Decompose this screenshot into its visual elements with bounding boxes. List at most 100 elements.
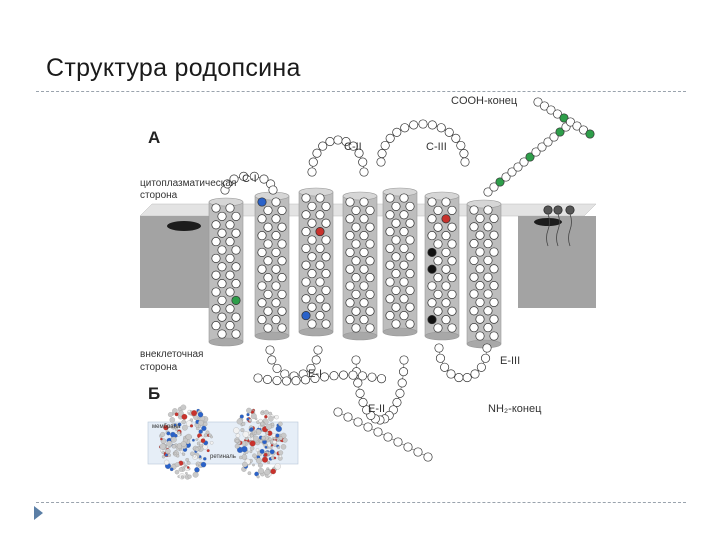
residue (359, 264, 369, 274)
atom (186, 466, 190, 469)
atom (282, 437, 288, 443)
residue (365, 289, 375, 299)
residue (427, 264, 437, 274)
atom (268, 437, 272, 441)
residue (427, 231, 437, 241)
residue (405, 235, 415, 245)
rhodopsin-topology (139, 97, 597, 480)
residue (441, 231, 451, 241)
atom (169, 467, 174, 472)
residue (385, 243, 395, 253)
residue (231, 211, 241, 221)
residue (365, 273, 375, 283)
atom (236, 418, 243, 425)
residue (376, 374, 387, 384)
residue (501, 172, 511, 182)
residue (271, 298, 281, 308)
residue (301, 227, 311, 237)
atom (239, 455, 243, 460)
residue (427, 197, 437, 207)
atom (185, 457, 190, 462)
residue (313, 345, 323, 355)
palmitoyl-residue (553, 205, 563, 215)
residue (348, 141, 358, 151)
residue (359, 197, 369, 207)
residue (483, 306, 493, 316)
atom (241, 446, 248, 453)
atom (209, 441, 214, 445)
atom (257, 468, 264, 475)
residue (281, 376, 292, 386)
residue (444, 127, 454, 137)
atom (178, 467, 184, 472)
residue (277, 222, 287, 232)
residue (231, 245, 241, 255)
atom (181, 413, 188, 420)
atom (171, 444, 177, 449)
residue (483, 239, 493, 249)
residue (211, 220, 221, 230)
residue (427, 120, 437, 130)
atom (189, 418, 194, 422)
residue (365, 239, 375, 249)
residue (469, 272, 479, 282)
atom (280, 444, 287, 450)
residue (307, 235, 317, 245)
residue (263, 323, 273, 333)
residue (318, 141, 328, 151)
atom (166, 440, 173, 447)
atom (275, 425, 282, 432)
palmitoyl-chain (568, 213, 572, 247)
bullet-arrow-icon (34, 506, 43, 520)
residue (585, 129, 595, 139)
residue (385, 260, 395, 270)
atom (277, 446, 281, 450)
atom (248, 418, 253, 422)
residue (315, 193, 325, 203)
residue (413, 447, 423, 457)
residue (423, 452, 433, 462)
residue (380, 140, 390, 151)
helix-base (254, 331, 290, 341)
residue (345, 315, 355, 325)
residue (272, 375, 282, 386)
atom (249, 450, 253, 454)
residue (231, 329, 241, 339)
residue (257, 315, 267, 325)
atom (181, 419, 186, 425)
residue (321, 269, 331, 279)
residue (543, 137, 553, 147)
residue (399, 243, 409, 253)
residue (441, 315, 451, 325)
residue (572, 121, 582, 131)
residue (345, 298, 355, 308)
residue (470, 369, 480, 379)
residue (359, 167, 369, 177)
atom (253, 435, 259, 442)
atom (257, 462, 263, 468)
residue (418, 119, 428, 129)
residue (217, 295, 227, 305)
residue (365, 222, 375, 232)
residue (211, 253, 221, 263)
residue (483, 272, 493, 282)
atom (202, 444, 208, 450)
loop-c2-label: C-II (344, 141, 362, 153)
residue (315, 260, 325, 270)
rhodopsin-diagram: А Б цитоплазматическая сторона внеклеточ… (138, 92, 598, 497)
atom (261, 456, 268, 463)
residue (363, 422, 373, 432)
atom (168, 412, 173, 418)
residue (345, 231, 355, 241)
residue (271, 247, 281, 257)
retinal-pocket (167, 221, 201, 231)
residue (403, 442, 413, 452)
atom (269, 449, 275, 455)
residue (257, 281, 267, 291)
residue (365, 306, 375, 316)
residue (277, 306, 287, 316)
residue (333, 135, 343, 145)
atom (268, 416, 274, 422)
residue (263, 273, 273, 283)
residue (359, 298, 369, 308)
